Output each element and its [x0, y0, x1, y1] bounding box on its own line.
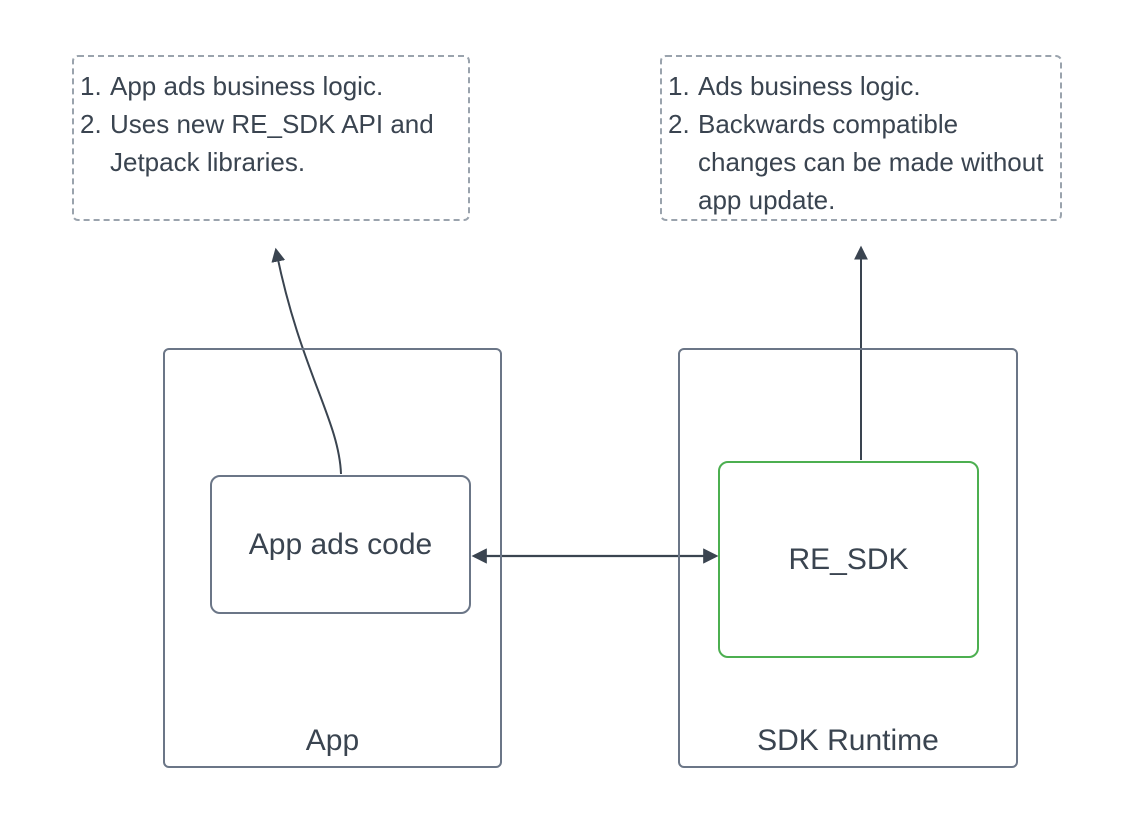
- container-app: App: [163, 348, 502, 768]
- callout-sdk-item-1-number: 1.: [668, 71, 690, 101]
- connector-app-ads-code-to-callout: [271, 247, 342, 475]
- callout-app-item-1: 1. App ads business logic.: [80, 67, 462, 105]
- node-app-ads-code: App ads code: [210, 475, 471, 614]
- node-app-ads-code-label: App ads code: [248, 527, 433, 561]
- container-sdk-runtime-label: SDK Runtime: [757, 724, 939, 757]
- callout-sdk-item-2-text: Backwards compatible changes can be made…: [698, 109, 1051, 215]
- callout-app-item-2: 2. Uses new RE_SDK API and Jetpack libra…: [80, 105, 462, 181]
- callout-app-item-1-number: 1.: [80, 71, 102, 101]
- container-sdk-runtime: SDK Runtime: [678, 348, 1018, 768]
- callout-sdk-notes: 1. Ads business logic. 2. Backwards comp…: [660, 55, 1062, 221]
- node-re-sdk: RE_SDK: [718, 461, 979, 658]
- callout-app-item-2-number: 2.: [80, 109, 102, 139]
- callout-sdk-item-1-text: Ads business logic.: [698, 71, 921, 101]
- node-re-sdk-label: RE_SDK: [788, 542, 909, 576]
- callout-sdk-list: 1. Ads business logic. 2. Backwards comp…: [668, 67, 1054, 219]
- callout-app-item-1-text: App ads business logic.: [110, 71, 384, 101]
- callout-app-notes: 1. App ads business logic. 2. Uses new R…: [72, 55, 470, 221]
- container-app-label: App: [305, 724, 360, 757]
- callout-sdk-item-2: 2. Backwards compatible changes can be m…: [668, 105, 1054, 219]
- callout-app-item-2-text: Uses new RE_SDK API and Jetpack librarie…: [110, 109, 441, 177]
- callout-sdk-item-1: 1. Ads business logic.: [668, 67, 1054, 105]
- callout-app-list: 1. App ads business logic. 2. Uses new R…: [80, 67, 462, 181]
- callout-sdk-item-2-number: 2.: [668, 109, 690, 139]
